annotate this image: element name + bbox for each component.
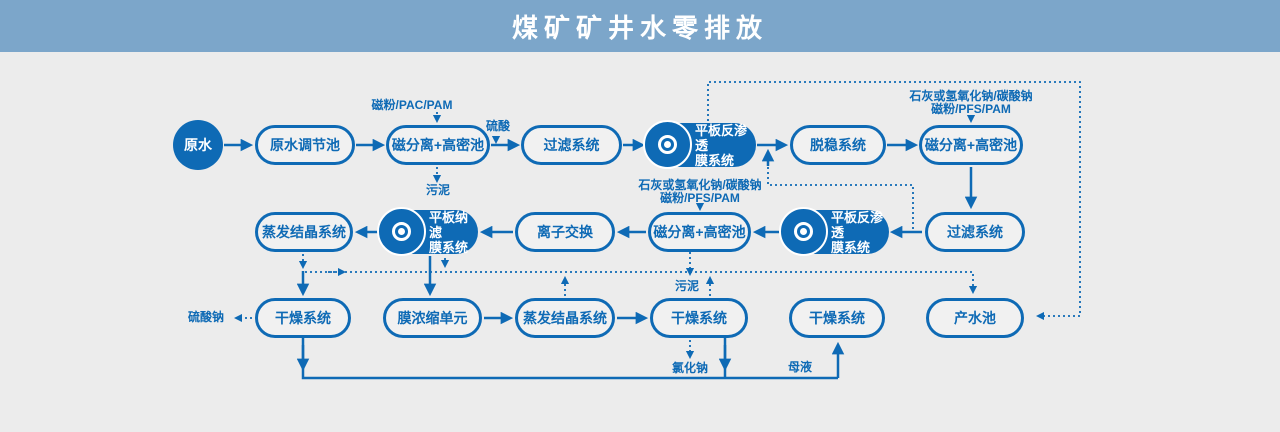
- node-drying-system-1: 干燥系统: [255, 298, 351, 338]
- node-label: 磁分离+高密池: [653, 224, 746, 240]
- node-filter-system-2: 过滤系统: [925, 212, 1025, 252]
- solid-flow-lines: [224, 138, 978, 378]
- dosing-label-sulfuric-acid: 硫酸: [485, 119, 510, 133]
- membrane-disc-icon: [643, 120, 692, 169]
- label-mother-liquor: 母液: [787, 360, 812, 374]
- dosing-label-pac-pam: 磁粉/PAC/PAM: [371, 98, 453, 112]
- node-label: 蒸发结晶系统: [523, 310, 607, 326]
- node-label: 膜浓缩单元: [397, 310, 468, 326]
- node-membrane-concentration-unit: 膜浓缩单元: [383, 298, 482, 338]
- dosing-line2: 磁粉/PFS/PAM: [931, 102, 1011, 116]
- node-label: 干燥系统: [275, 310, 331, 326]
- membrane-disc-icon: [377, 207, 426, 256]
- node-label: 离子交换: [537, 224, 593, 240]
- node-label: 原水: [184, 137, 212, 153]
- title-bar: 煤矿矿井水零排放: [0, 0, 1280, 52]
- node-label: 平板纳滤膜系统: [429, 209, 469, 255]
- node-ion-exchange: 离子交换: [515, 212, 615, 252]
- node-label: 过滤系统: [543, 137, 600, 153]
- node-label: 干燥系统: [671, 310, 727, 326]
- dotted-productline: [305, 271, 978, 295]
- node-flat-nf-membrane: 平板纳滤膜系统: [377, 207, 478, 256]
- node-label: 原水调节池: [270, 137, 340, 153]
- node-label: 干燥系统: [809, 310, 865, 326]
- node-filter-system-1: 过滤系统: [521, 125, 622, 165]
- membrane-disc-icon: [779, 207, 828, 256]
- node-raw-water: 原水: [173, 120, 223, 170]
- node-raw-water-regulating-pool: 原水调节池: [255, 125, 355, 165]
- node-label: 蒸发结晶系统: [262, 224, 346, 240]
- node-label: 过滤系统: [947, 224, 1003, 240]
- node-flat-ro-membrane-2: 平板反渗透膜系统: [779, 207, 889, 256]
- node-mag-sep-high-density-1: 磁分离+高密池: [386, 125, 490, 165]
- node-evaporation-crystallization-1: 蒸发结晶系统: [255, 212, 353, 252]
- page-title: 煤矿矿井水零排放: [511, 12, 768, 43]
- node-label: 磁分离+高密池: [391, 137, 485, 153]
- node-destabilization-system: 脱稳系统: [790, 125, 886, 165]
- node-label: 磁分离+高密池: [924, 137, 1018, 153]
- node-product-water-pool: 产水池: [926, 298, 1024, 338]
- dosing-line2: 磁粉/PFS/PAM: [660, 191, 740, 205]
- node-mag-sep-high-density-3: 磁分离+高密池: [648, 212, 751, 252]
- node-drying-system-2: 干燥系统: [650, 298, 748, 338]
- byproduct-label-sludge-1: 污泥: [425, 183, 450, 197]
- solid-flow-plain-lines: [301, 338, 838, 380]
- node-flat-ro-membrane-1: 平板反渗透膜系统: [643, 120, 756, 169]
- byproduct-label-sludge-2: 污泥: [674, 279, 699, 293]
- byproduct-label-sodium-sulfate: 硫酸钠: [187, 310, 224, 324]
- node-mag-sep-high-density-2: 磁分离+高密池: [919, 125, 1023, 165]
- node-evaporation-crystallization-2: 蒸发结晶系统: [515, 298, 615, 338]
- mother-liquor-collect-line: [301, 338, 838, 380]
- node-label: 脱稳系统: [810, 137, 866, 153]
- byproduct-label-sodium-chloride: 氯化钠: [671, 361, 708, 375]
- node-drying-system-3: 干燥系统: [789, 298, 885, 338]
- node-label: 产水池: [954, 310, 996, 326]
- dosing-label-lime-2: 石灰或氢氧化钠/碳酸钠 磁粉/PFS/PAM: [630, 179, 770, 205]
- dosing-label-lime-1: 石灰或氢氧化钠/碳酸钠 磁粉/PFS/PAM: [901, 90, 1041, 116]
